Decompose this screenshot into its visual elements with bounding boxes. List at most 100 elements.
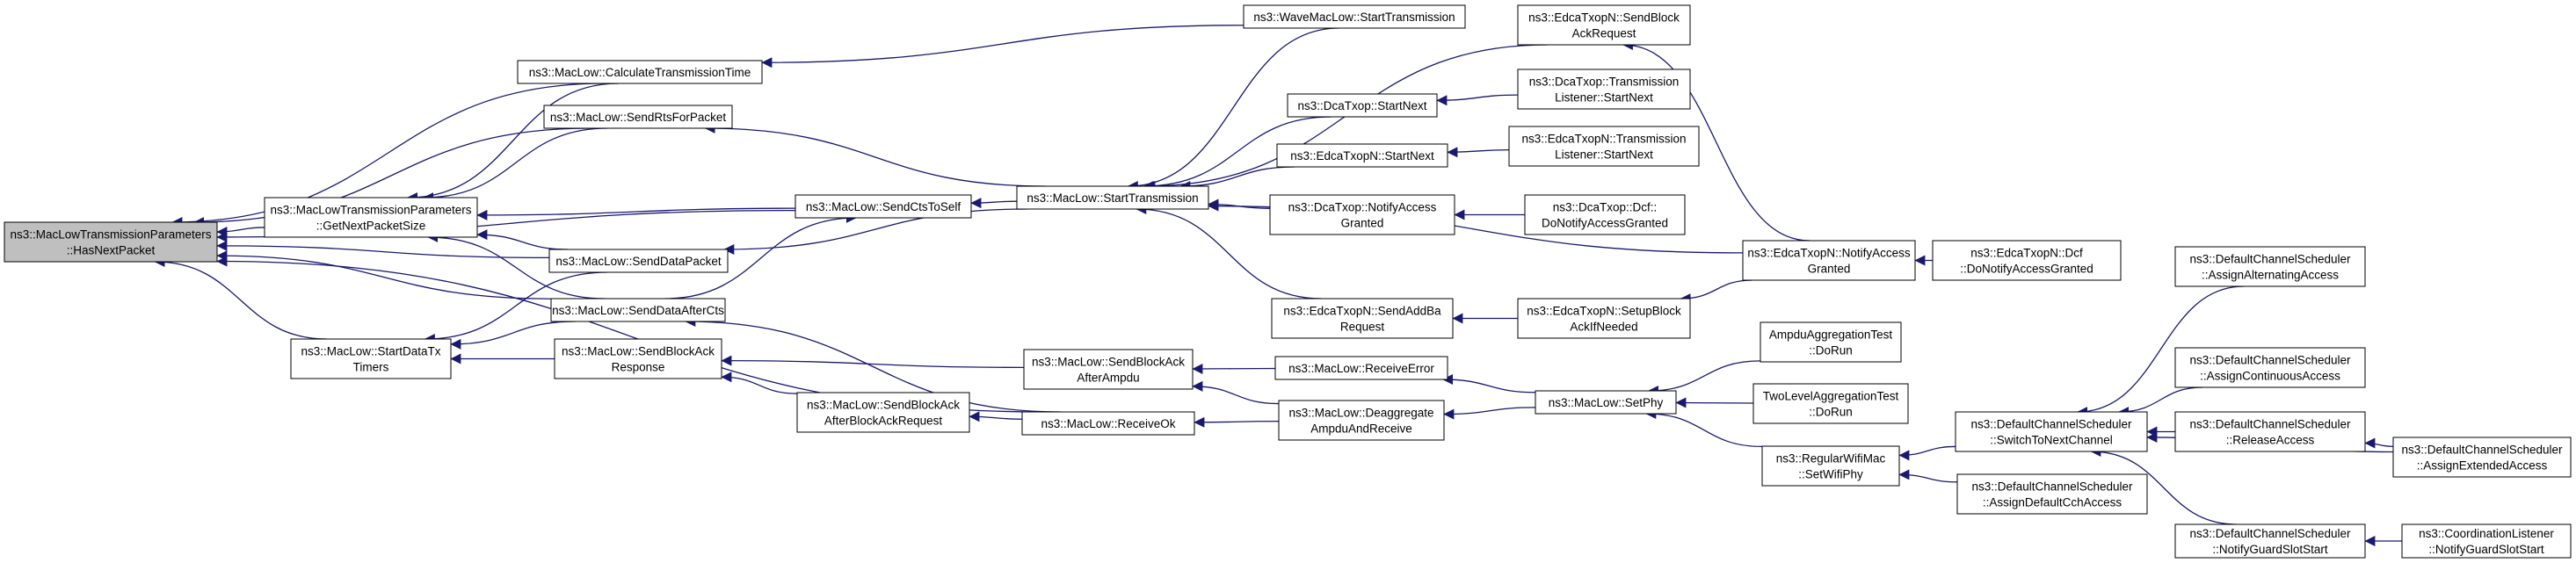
- graph-node-assign_continuous[interactable]: ns3::DefaultChannelScheduler::AssignCont…: [2174, 347, 2366, 388]
- node-label: ns3::WaveMacLow::StartTransmission: [1253, 11, 1455, 24]
- node-box: [1761, 445, 1900, 487]
- node-label: ns3::MacLow::StartTransmission: [1027, 191, 1198, 205]
- node-label: Granted: [1341, 217, 1384, 230]
- call-edge-receive_ok-to-has_next: [216, 256, 1046, 413]
- graph-node-release_access[interactable]: ns3::DefaultChannelScheduler::ReleaseAcc…: [2174, 411, 2366, 452]
- graph-node-start_transmission[interactable]: ns3::MacLow::StartTransmission: [1016, 185, 1209, 210]
- graph-node-send_data[interactable]: ns3::MacLow::SendDataPacket: [548, 249, 729, 273]
- call-edge-send_ba_after_ampdu-to-send_block_ack_resp: [721, 355, 1025, 368]
- graph-node-switch_to_next_channel[interactable]: ns3::DefaultChannelScheduler::SwitchToNe…: [1955, 411, 2148, 452]
- node-label: ns3::EdcaTxopN::StartNext: [1290, 149, 1434, 162]
- call-edge-get_next_size-to-has_next: [216, 227, 265, 238]
- node-label: ns3::MacLow::SendBlockAck: [1032, 356, 1185, 369]
- call-edge-deaggregate-to-send_ba_after_ampdu: [1192, 380, 1280, 405]
- graph-node-edca_tl_start_next[interactable]: ns3::EdcaTxopN::TransmissionListener::St…: [1508, 126, 1700, 167]
- call-edge-send_data_after_cts-to-start_data_tx: [450, 321, 576, 350]
- node-label: DoNotifyAccessGranted: [1542, 217, 1668, 230]
- node-label: ::AssignDefaultCchAccess: [1983, 496, 2122, 509]
- call-edge-set_phy-to-receive_error: [1442, 374, 1536, 393]
- graph-node-send_data_after_cts[interactable]: ns3::MacLow::SendDataAfterCts: [550, 298, 726, 322]
- graph-node-has_next[interactable]: ns3::MacLowTransmissionParameters::HasNe…: [4, 221, 218, 263]
- graph-node-dca_notify_access[interactable]: ns3::DcaTxop::NotifyAccessGranted: [1269, 194, 1455, 235]
- node-box: [543, 105, 733, 129]
- graph-node-edca_notify_access[interactable]: ns3::EdcaTxopN::NotifyAccessGranted: [1742, 240, 1916, 281]
- node-box: [2174, 347, 2366, 388]
- node-label: ::DoNotifyAccessGranted: [1960, 263, 2093, 276]
- node-box: [1021, 411, 1195, 436]
- call-edge-assign_continuous-to-switch_to_next_channel: [2118, 386, 2203, 417]
- graph-node-ampdu_agg_test[interactable]: AmpduAggregationTest::DoRun: [1760, 321, 1902, 363]
- node-label: ns3::MacLow::SendBlockAck: [807, 399, 960, 412]
- graph-node-coord_notify_guard[interactable]: ns3::CoordinationListener::NotifyGuardSl…: [2401, 523, 2572, 559]
- graph-node-send_ba_after_bar[interactable]: ns3::MacLow::SendBlockAckAfterBlockAckRe…: [796, 392, 970, 433]
- node-label: ns3::DcaTxop::Dcf::: [1553, 201, 1658, 214]
- call-edge-start_transmission-to-send_data: [723, 208, 1027, 255]
- node-box: [1274, 356, 1448, 380]
- call-edge-edca_send_addba-to-start_transmission: [1136, 204, 1322, 300]
- node-box: [1243, 4, 1466, 29]
- call-edge-assign_alternating-to-switch_to_next_channel: [2077, 285, 2245, 417]
- node-box: [1742, 240, 1916, 281]
- graph-node-notify_guard_slot_start[interactable]: ns3::DefaultChannelScheduler::NotifyGuar…: [2174, 523, 2366, 559]
- graph-node-send_rts[interactable]: ns3::MacLow::SendRtsForPacket: [543, 105, 733, 129]
- node-label: ::SetWifiPhy: [1798, 468, 1863, 481]
- node-label: ::DoRun: [1809, 344, 1853, 357]
- graph-node-send_cts_to_self[interactable]: ns3::MacLow::SendCtsToSelf: [795, 194, 972, 219]
- node-label: ::GetNextPacketSize: [316, 220, 426, 233]
- graph-node-set_phy[interactable]: ns3::MacLow::SetPhy: [1535, 390, 1677, 415]
- node-label: ns3::EdcaTxopN::NotifyAccess: [1747, 247, 1911, 260]
- graph-node-two_level_agg_test[interactable]: TwoLevelAggregationTest::DoRun: [1752, 383, 1909, 424]
- graph-node-assign_alternating[interactable]: ns3::DefaultChannelScheduler::AssignAlte…: [2174, 246, 2366, 287]
- call-edge-receive_ok-to-send_data_after_cts: [685, 316, 1062, 413]
- call-edge-two_level_agg_test-to-set_phy: [1675, 397, 1754, 408]
- call-edge-send_data-to-start_data_tx: [424, 271, 607, 344]
- call-edge-regular_wifi_set_phy-to-set_phy: [1645, 408, 1763, 448]
- node-label: ::SwitchToNextChannel: [1990, 434, 2113, 447]
- node-label: AckIfNeeded: [1570, 321, 1637, 334]
- graph-node-edca_dcf_notify[interactable]: ns3::EdcaTxopN::Dcf::DoNotifyAccessGrant…: [1932, 240, 2122, 281]
- call-edge-assign_extended-to-release_access: [2364, 437, 2394, 449]
- call-edge-edca_tl_start_next-to-edca_start_next: [1447, 147, 1510, 158]
- graph-node-calc_tx_time[interactable]: ns3::MacLow::CalculateTransmissionTime: [517, 60, 763, 84]
- graph-node-regular_wifi_set_phy[interactable]: ns3::RegularWifiMac::SetWifiPhy: [1761, 445, 1900, 487]
- graph-node-edca_start_next[interactable]: ns3::EdcaTxopN::StartNext: [1276, 143, 1448, 168]
- call-edge-start_data_tx-to-has_next: [154, 256, 327, 340]
- node-label: ns3::DefaultChannelScheduler: [2189, 527, 2351, 540]
- node-label: ns3::DefaultChannelScheduler: [1971, 480, 2133, 494]
- node-label: AfterAmpdu: [1077, 372, 1139, 385]
- call-edge-notify_guard_slot_start-to-switch_to_next_channel: [2090, 446, 2238, 525]
- call-edge-wave_start_tx-to-calc_tx_time: [761, 25, 1244, 69]
- node-label: ns3::MacLow::CalculateTransmissionTime: [529, 66, 751, 79]
- node-box: [1955, 411, 2148, 452]
- graph-node-assign_extended[interactable]: ns3::DefaultChannelScheduler::AssignExte…: [2392, 437, 2572, 478]
- node-label: ::DoRun: [1809, 406, 1853, 419]
- graph-node-assign_default_cch[interactable]: ns3::DefaultChannelScheduler::AssignDefa…: [1956, 473, 2148, 515]
- graph-node-dca_tl_start_next[interactable]: ns3::DcaTxop::TransmissionListener::Star…: [1517, 69, 1691, 110]
- node-label: ns3::RegularWifiMac: [1776, 452, 1886, 466]
- graph-node-dca_dcf_notify[interactable]: ns3::DcaTxop::Dcf::DoNotifyAccessGranted: [1524, 194, 1686, 235]
- call-edge-send_data-to-get_next_size: [476, 229, 569, 250]
- node-label: ns3::DefaultChannelScheduler: [2189, 253, 2351, 266]
- node-label: Granted: [1808, 263, 1851, 276]
- node-label: ns3::EdcaTxopN::SendBlock: [1528, 11, 1680, 25]
- graph-node-receive_ok[interactable]: ns3::MacLow::ReceiveOk: [1021, 411, 1195, 436]
- node-box: [1023, 349, 1194, 390]
- node-label: Request: [1340, 321, 1385, 334]
- node-box: [1276, 143, 1448, 168]
- graph-node-wave_start_tx[interactable]: ns3::WaveMacLow::StartTransmission: [1243, 4, 1466, 29]
- node-box: [2174, 523, 2366, 559]
- node-box: [4, 221, 218, 263]
- node-label: ns3::DcaTxop::NotifyAccess: [1288, 201, 1437, 214]
- graph-node-get_next_size[interactable]: ns3::MacLowTransmissionParameters::GetNe…: [264, 197, 478, 238]
- node-box: [2401, 523, 2572, 559]
- graph-node-receive_error[interactable]: ns3::MacLow::ReceiveError: [1274, 356, 1448, 380]
- graph-node-dca_start_next[interactable]: ns3::DcaTxop::StartNext: [1287, 93, 1438, 118]
- node-box: [1508, 126, 1700, 167]
